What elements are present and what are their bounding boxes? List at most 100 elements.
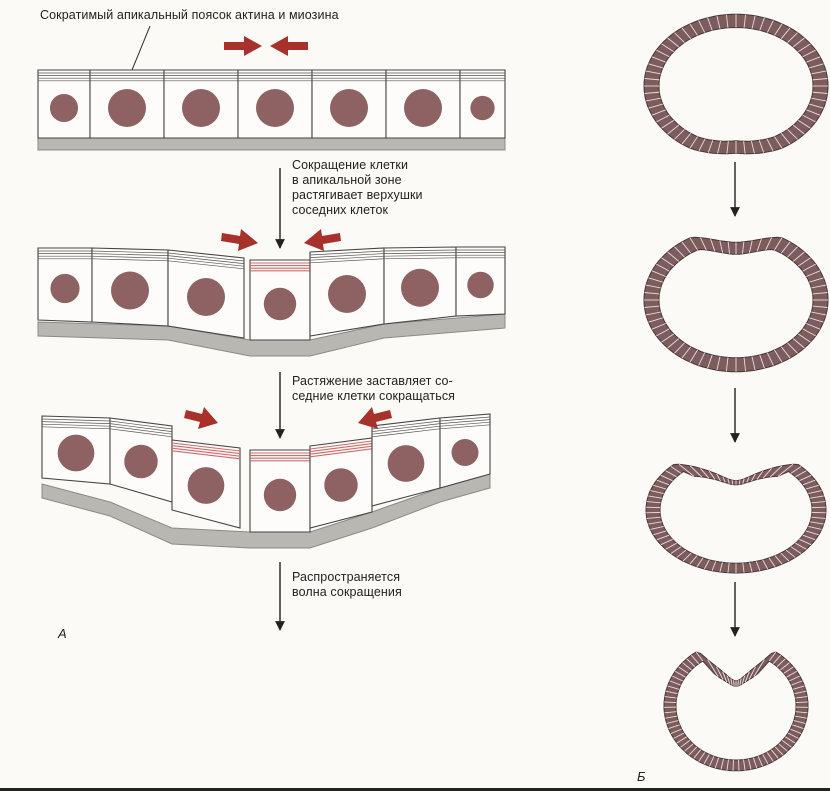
- apical-belt: [109, 420, 173, 430]
- cell-boundary: [678, 666, 689, 674]
- apical-belt: [371, 428, 441, 438]
- cell-boundary: [809, 63, 824, 69]
- cell-boundary: [719, 562, 723, 573]
- stage-3-ring: [645, 463, 827, 574]
- cell-boundary: [811, 501, 826, 504]
- cell-boundary: [768, 557, 776, 568]
- cell-boundary: [682, 552, 692, 562]
- cell-boundary: [684, 743, 694, 752]
- stage-1-ring: [643, 13, 829, 155]
- cell-boundary: [708, 470, 716, 480]
- apical-belt: [109, 425, 173, 435]
- cell-boundary: [726, 141, 729, 154]
- apical-belt: [309, 255, 385, 261]
- cell-boundary: [780, 662, 790, 671]
- force-arrow-right: [221, 229, 258, 251]
- cell-boundary: [665, 715, 678, 719]
- force-arrow-right: [224, 36, 262, 56]
- cell-boundary: [795, 701, 808, 704]
- apical-belt: [439, 421, 491, 427]
- cell-boundary: [758, 140, 765, 153]
- cell-nucleus: [263, 287, 297, 321]
- cell-boundary: [689, 136, 698, 149]
- cell-boundary: [698, 138, 706, 152]
- force-arrow-left: [358, 407, 392, 429]
- cell-boundary: [795, 542, 807, 550]
- caption-line: растягивает верхушки: [292, 188, 423, 202]
- cell-boundary: [799, 538, 812, 546]
- cell-boundary: [665, 470, 677, 478]
- cell-boundary: [681, 27, 692, 39]
- cell-boundary: [707, 354, 713, 369]
- cell-boundary: [667, 124, 680, 135]
- cell-boundary: [798, 43, 811, 52]
- cell-nucleus: [470, 95, 495, 121]
- cell-boundary: [770, 749, 779, 759]
- cell-boundary: [812, 91, 828, 94]
- cell-boundary: [661, 43, 674, 52]
- cell-boundary: [707, 17, 713, 31]
- cell-boundary: [811, 311, 827, 316]
- cell-boundary: [696, 557, 704, 568]
- epithelium-row-flat: [37, 69, 506, 151]
- cell-boundary: [714, 757, 720, 769]
- cell-boundary: [676, 736, 687, 744]
- cell-boundary: [660, 538, 673, 546]
- cell-boundary: [667, 37, 680, 48]
- cell-boundary: [646, 501, 661, 504]
- cell-boundary: [806, 270, 821, 277]
- cell-boundary: [730, 678, 733, 686]
- apical-belt: [91, 253, 169, 256]
- cell-boundary: [811, 70, 827, 75]
- cell-boundary: [808, 526, 822, 530]
- apical-belt: [439, 416, 491, 422]
- cell-boundary: [644, 78, 660, 81]
- cell-boundary: [651, 109, 666, 116]
- cell-boundary: [810, 521, 824, 525]
- cell-boundary: [762, 467, 772, 479]
- cell-boundary: [802, 534, 816, 541]
- cell-boundary: [727, 241, 730, 254]
- cell-boundary: [806, 109, 821, 116]
- cell-boundary: [670, 546, 682, 554]
- cell-boundary: [752, 757, 758, 769]
- cell-boundary: [756, 238, 762, 252]
- cell-boundary: [722, 671, 728, 683]
- cell-boundary: [674, 670, 686, 678]
- cell-boundary: [703, 754, 710, 765]
- cell-boundary: [645, 311, 661, 316]
- cell-boundary: [780, 552, 790, 562]
- cell-boundary: [681, 241, 692, 254]
- cell-nucleus: [324, 468, 358, 502]
- apical-belt: [371, 425, 441, 435]
- cell-boundary: [795, 696, 808, 699]
- cell-boundary: [755, 561, 761, 571]
- cell-boundary: [743, 357, 747, 372]
- cell-boundary: [676, 549, 687, 558]
- cell-boundary: [700, 467, 710, 479]
- cell-boundary: [806, 56, 821, 63]
- cell-boundary: [774, 136, 783, 149]
- apical-belt: [167, 255, 245, 264]
- apical-belt-label: Сократимый апикальный поясок актина и ми…: [40, 8, 339, 22]
- apical-belt: [167, 257, 245, 267]
- cell-boundary: [726, 675, 731, 684]
- cell-boundary: [743, 759, 746, 771]
- cell-boundary: [751, 473, 756, 482]
- cell-boundary: [748, 240, 753, 253]
- cell-boundary: [674, 129, 685, 140]
- cell-boundary: [741, 675, 746, 684]
- cell-boundary: [766, 20, 774, 33]
- cell-boundary: [810, 495, 824, 499]
- cell-boundary: [733, 680, 735, 686]
- cell-nucleus: [387, 445, 425, 482]
- cell-boundary: [711, 561, 717, 571]
- cell-boundary: [664, 696, 677, 699]
- cell-nucleus: [57, 434, 95, 472]
- cell-boundary: [756, 470, 764, 480]
- cell-boundary: [766, 751, 774, 762]
- cell-nucleus: [187, 467, 225, 504]
- apical-belt: [383, 257, 457, 260]
- cell-boundary: [719, 240, 724, 253]
